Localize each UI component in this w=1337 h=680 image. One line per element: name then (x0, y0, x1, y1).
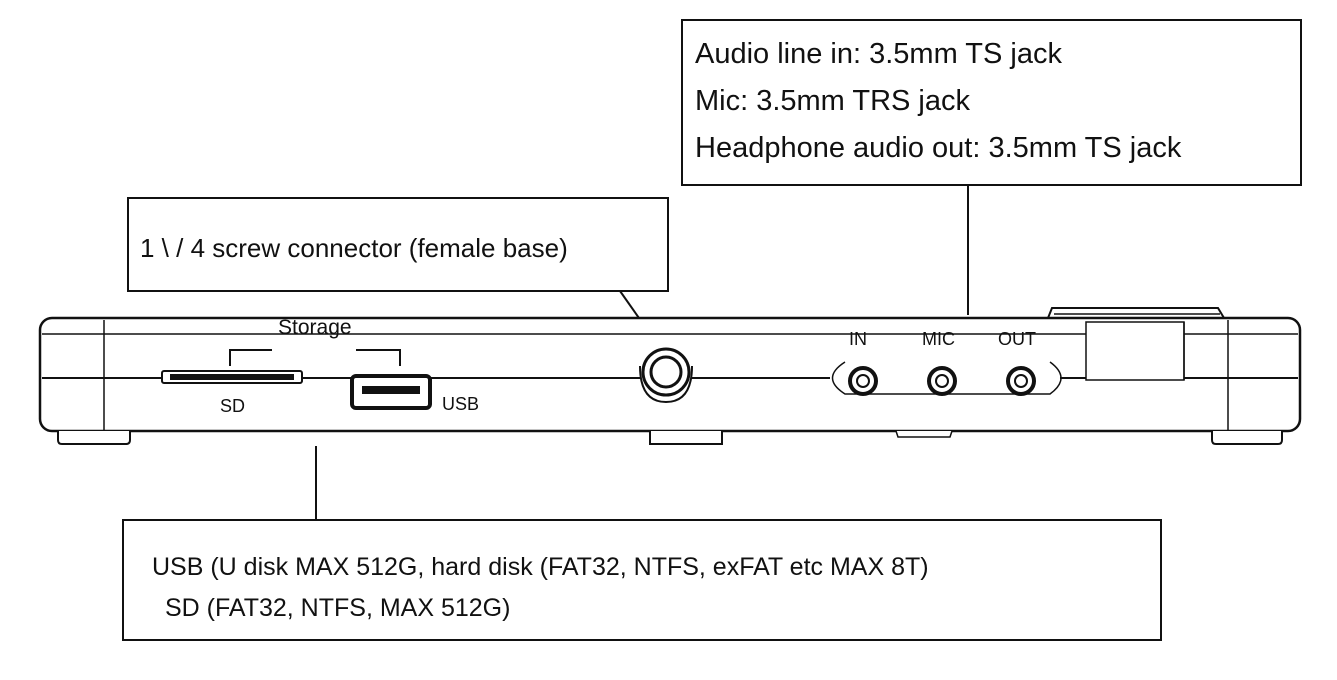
screw-callout-text: 1 \ / 4 screw connector (female base) (140, 233, 568, 263)
storage-group: Storage (229, 316, 401, 366)
storage-formats-sd: SD (FAT32, NTFS, MAX 512G) (165, 594, 510, 622)
audio-callout-out: Headphone audio out: 3.5mm TS jack (695, 132, 1182, 164)
jack-label-in: IN (849, 329, 867, 349)
usb-label: USB (442, 394, 479, 414)
audio-jacks: IN MIC OUT (848, 329, 1036, 396)
foot-left (57, 431, 131, 445)
storage-formats-usb: USB (U disk MAX 512G, hard disk (FAT32, … (152, 553, 929, 581)
sd-card-slot: SD (161, 370, 303, 416)
foot-center (649, 431, 723, 445)
foot-right (1211, 431, 1283, 445)
screw-mount (639, 347, 693, 404)
screw-callout-box (127, 197, 669, 292)
audio-callout-line-in: Audio line in: 3.5mm TS jack (695, 38, 1062, 70)
top-button-ridge (1047, 307, 1225, 319)
side-button-window (1085, 321, 1185, 381)
sd-label: SD (220, 396, 245, 416)
audio-callout-box (681, 19, 1302, 186)
audio-callout-mic: Mic: 3.5mm TRS jack (695, 85, 971, 117)
audio-callout: Audio line in: 3.5mm TS jack Mic: 3.5mm … (681, 19, 1302, 315)
usb-port-tongue (362, 386, 420, 394)
jack-label-mic: MIC (922, 329, 955, 349)
usb-port: USB (350, 374, 479, 414)
storage-formats-box (122, 519, 1162, 641)
jack-label-out: OUT (998, 329, 1036, 349)
jack-in-hole (856, 374, 870, 388)
screw-callout: 1 \ / 4 screw connector (female base) (127, 197, 669, 349)
jack-mic-hole (935, 374, 949, 388)
storage-bracket-usb (356, 349, 401, 366)
foot-notch (895, 430, 953, 438)
screw-mount-inner-ring (649, 355, 683, 389)
storage-label: Storage (278, 316, 352, 339)
sd-slot-inner (170, 374, 294, 380)
storage-bracket-sd (229, 349, 272, 366)
jack-out-hole (1014, 374, 1028, 388)
storage-formats-callout: USB (U disk MAX 512G, hard disk (FAT32, … (122, 446, 1162, 641)
